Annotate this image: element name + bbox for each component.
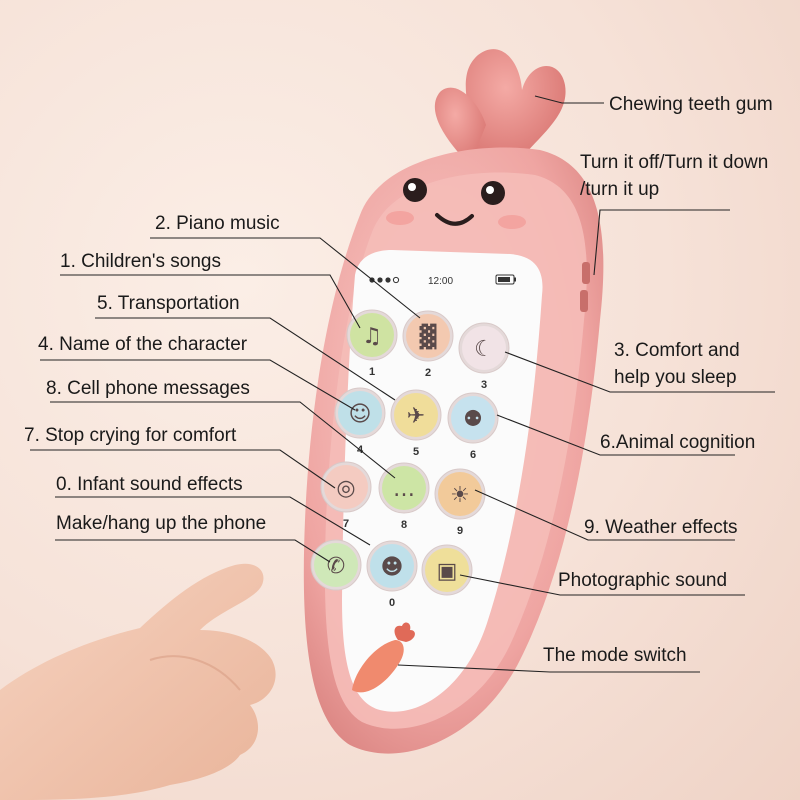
label-make-hang: Make/hang up the phone — [56, 513, 266, 534]
keypad-button-3[interactable]: ☾3 — [458, 322, 510, 391]
keypad-button-4[interactable]: ☺4 — [334, 387, 386, 456]
keypad-number: 6 — [470, 449, 476, 461]
keypad-button-5[interactable]: ✈5 — [390, 389, 442, 458]
carrot-leaf-icon — [394, 622, 415, 642]
label-comfort-1: 3. Comfort and — [614, 340, 740, 361]
pacifier-icon: ◎ — [336, 476, 355, 501]
keypad-button-phone-handset[interactable]: ✆ — [310, 539, 362, 591]
label-weather: 9. Weather effects — [584, 517, 738, 538]
label-photo: Photographic sound — [558, 570, 727, 591]
battery-icon — [495, 274, 516, 285]
phone-handset-icon: ✆ — [327, 554, 345, 579]
keypad-number: 2 — [425, 367, 431, 379]
callouts: Chewing teeth gum Turn it off/Turn it do… — [24, 94, 773, 666]
chat-bubble-icon: … — [393, 477, 415, 502]
keypad-button-1[interactable]: ♫1 — [346, 309, 398, 378]
label-transportation: 5. Transportation — [97, 293, 240, 314]
sun-icon: ☀ — [450, 483, 470, 508]
label-animal: 6.Animal cognition — [600, 432, 755, 453]
label-stop-crying: 7. Stop crying for comfort — [24, 425, 237, 446]
keypad-button-2[interactable]: ▓2 — [402, 310, 454, 379]
keypad-number: 8 — [401, 519, 407, 531]
boy-face-icon: ☺ — [349, 402, 372, 427]
volume-button-lower-icon[interactable] — [580, 290, 588, 312]
mode-switch[interactable] — [352, 622, 415, 693]
music-notes-icon: ♫ — [362, 324, 382, 349]
camera-icon: ▣ — [437, 559, 458, 584]
teether-leaves — [434, 49, 566, 165]
keypad-number: 7 — [343, 518, 349, 530]
leader-lines — [30, 95, 775, 673]
label-volume-2: /turn it up — [580, 179, 659, 200]
keypad-number: 3 — [481, 379, 487, 391]
label-infant-sound: 0. Infant sound effects — [56, 474, 243, 495]
label-messages: 8. Cell phone messages — [46, 378, 250, 399]
keypad-button-camera[interactable]: ▣ — [421, 544, 473, 596]
baby-face-icon: ☻ — [381, 555, 404, 580]
carrot-face — [386, 178, 526, 229]
label-volume-1: Turn it off/Turn it down — [580, 152, 768, 173]
label-mode-switch: The mode switch — [543, 645, 687, 666]
piano-keys-icon: ▓ — [420, 323, 437, 350]
keypad: ♫1▓2☾3☺4✈5⚉6◎7…8☀9✆☻0▣ — [310, 309, 510, 609]
cat-face-icon: ⚉ — [463, 407, 483, 432]
label-childrens-songs: 1. Children's songs — [60, 251, 221, 272]
label-piano: 2. Piano music — [155, 213, 280, 234]
keypad-button-6[interactable]: ⚉6 — [447, 392, 499, 461]
keypad-number: 9 — [457, 525, 463, 537]
keypad-button-0[interactable]: ☻0 — [366, 540, 418, 609]
keypad-number: 1 — [369, 366, 375, 378]
volume-button-icon[interactable] — [582, 262, 590, 284]
status-time: 12:00 — [428, 276, 453, 287]
airplane-icon: ✈ — [407, 404, 425, 429]
keypad-button-7[interactable]: ◎7 — [320, 461, 372, 530]
label-character: 4. Name of the character — [38, 334, 248, 355]
sleeping-baby-moon-icon: ☾ — [474, 337, 494, 362]
keypad-button-9[interactable]: ☀9 — [434, 468, 486, 537]
label-chewing: Chewing teeth gum — [609, 94, 773, 115]
label-comfort-2: help you sleep — [614, 367, 737, 388]
keypad-number: 0 — [389, 597, 395, 609]
keypad-number: 5 — [413, 446, 419, 458]
baby-hand — [0, 563, 276, 800]
